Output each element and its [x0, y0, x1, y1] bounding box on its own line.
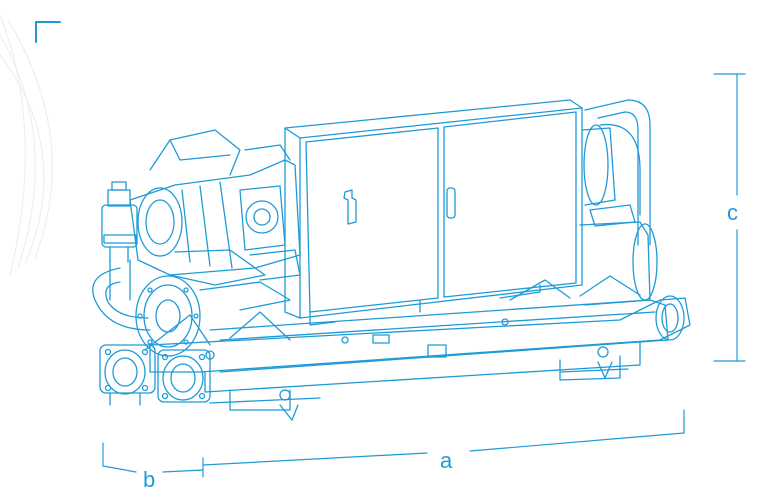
suction-pipe	[92, 267, 151, 331]
dimension-c	[713, 73, 746, 362]
decorative-arcs	[0, 14, 53, 276]
dimension-label-a: a	[440, 448, 453, 473]
water-box-left	[99, 344, 156, 406]
discharge-pipes	[581, 99, 651, 246]
dimension-b	[102, 442, 204, 478]
mounting-lugs	[205, 318, 613, 421]
cabinet-latch	[446, 187, 456, 219]
control-cabinet	[284, 99, 583, 326]
compressor	[129, 129, 301, 311]
dimension-label-c: c	[727, 200, 738, 225]
dimension-a	[202, 409, 685, 466]
corner-mark	[35, 21, 61, 43]
valve-assembly	[101, 181, 138, 263]
water-box-right	[157, 349, 211, 403]
chiller-unit	[92, 99, 691, 421]
condenser-shell	[209, 299, 669, 373]
cabinet-handle	[343, 189, 357, 225]
dimension-label-b: b	[143, 467, 155, 492]
